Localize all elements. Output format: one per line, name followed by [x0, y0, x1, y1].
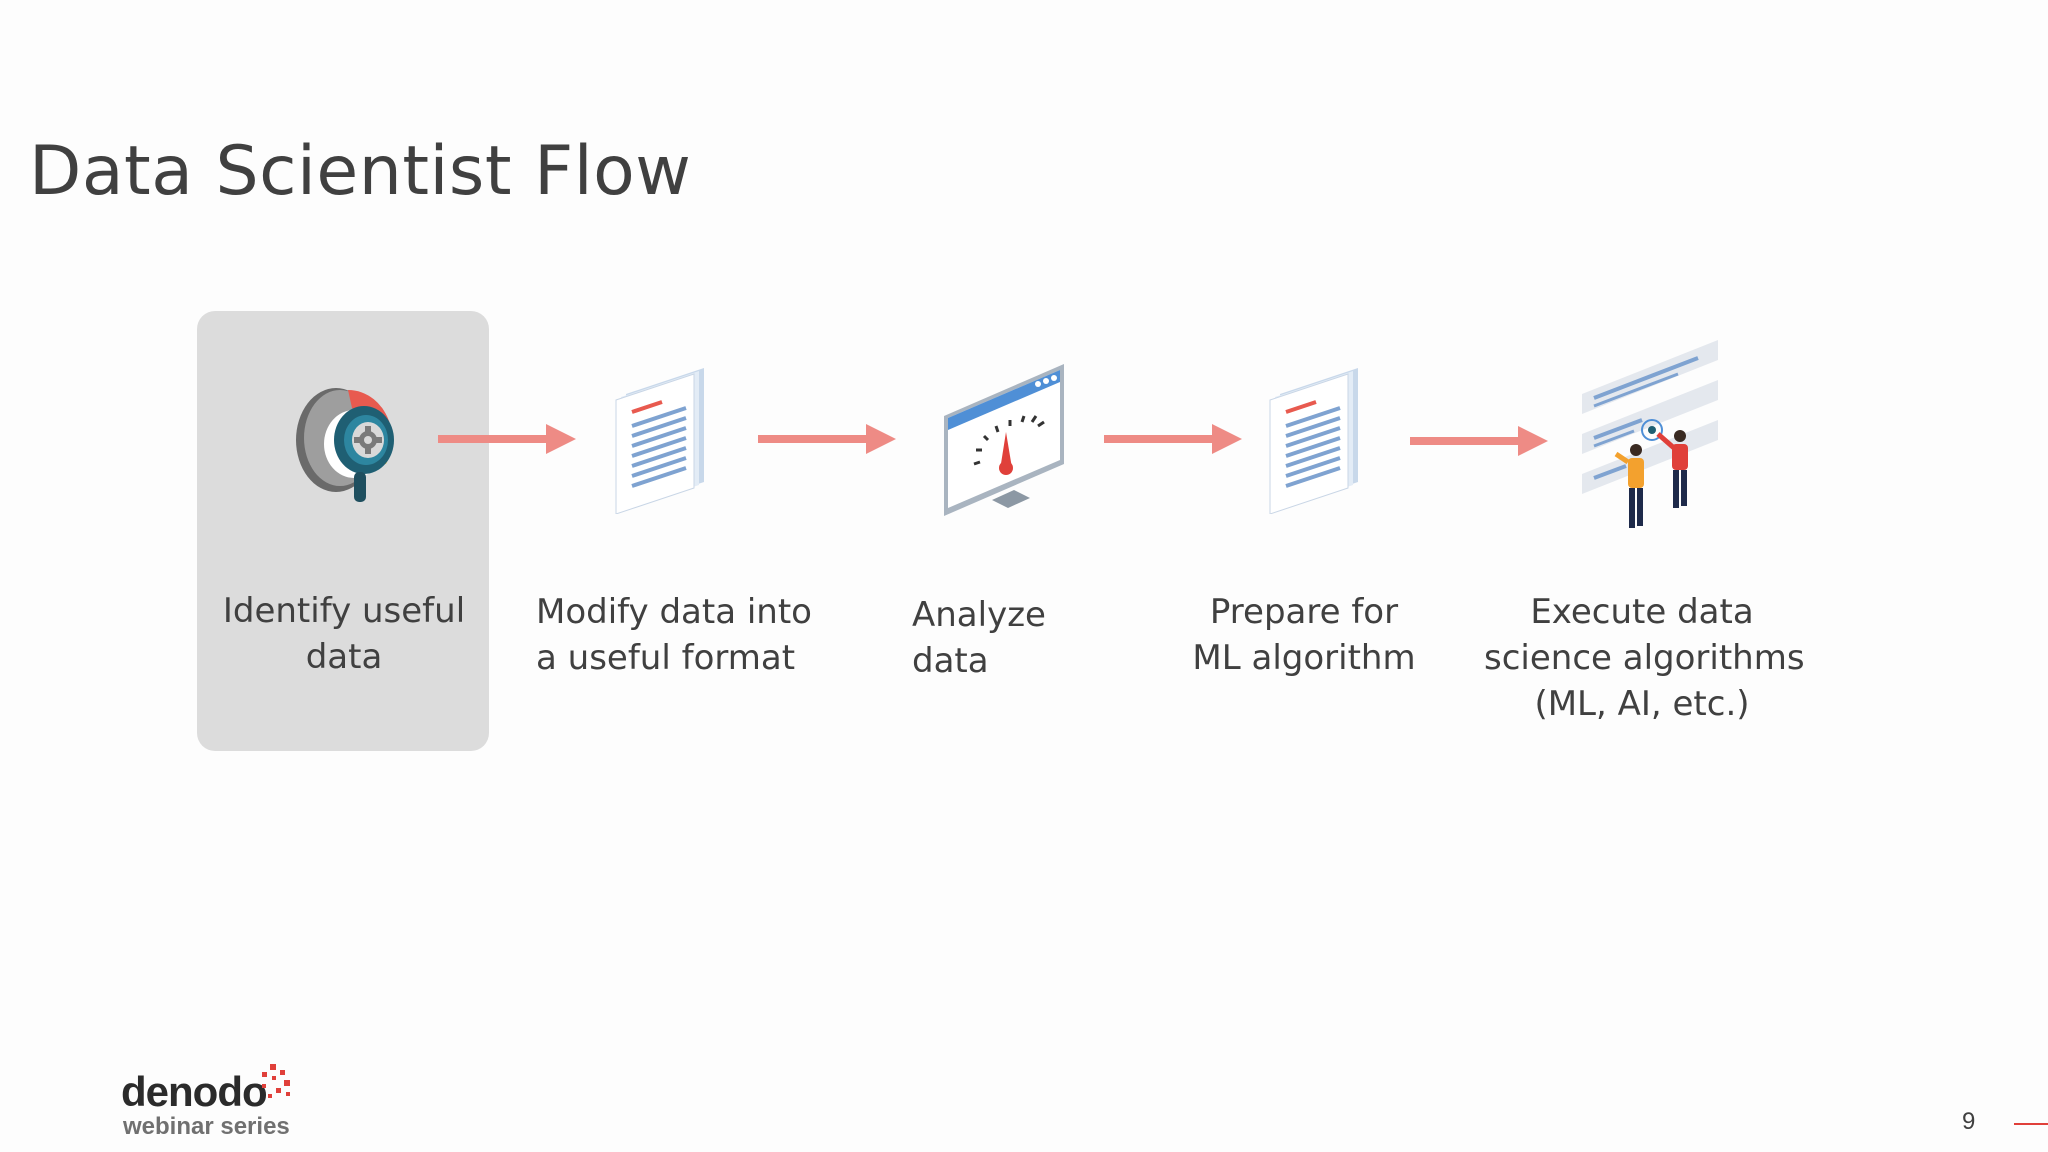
document-stack-icon — [1269, 368, 1358, 514]
page-number: 9 — [1962, 1108, 1976, 1135]
logo-tagline: webinar series — [123, 1113, 290, 1140]
step-label: Identify useful data — [222, 591, 466, 677]
document-stack-icon — [615, 368, 704, 514]
logo-dots-icon — [262, 1064, 290, 1098]
flow-arrow — [1410, 426, 1548, 456]
step-label: Modify data into a useful format — [536, 592, 812, 678]
flow-arrow — [438, 424, 576, 454]
page-title: Data Scientist Flow — [29, 132, 692, 211]
monitor-gauge-icon — [944, 364, 1064, 516]
people-dashboard-icon — [1582, 340, 1718, 528]
step-label: Prepare for ML algorithm — [1192, 592, 1416, 678]
flow-arrow — [758, 424, 896, 454]
step-label: Execute data science algorithms (ML, AI,… — [1484, 592, 1805, 724]
step-highlight-box — [197, 311, 489, 751]
logo-wordmark: denodo — [121, 1068, 268, 1115]
search-gear-icon — [296, 388, 394, 502]
flow-arrow — [1104, 424, 1242, 454]
step-label: Analyze data — [912, 595, 1046, 681]
page-number-accent-line — [2014, 1123, 2048, 1125]
